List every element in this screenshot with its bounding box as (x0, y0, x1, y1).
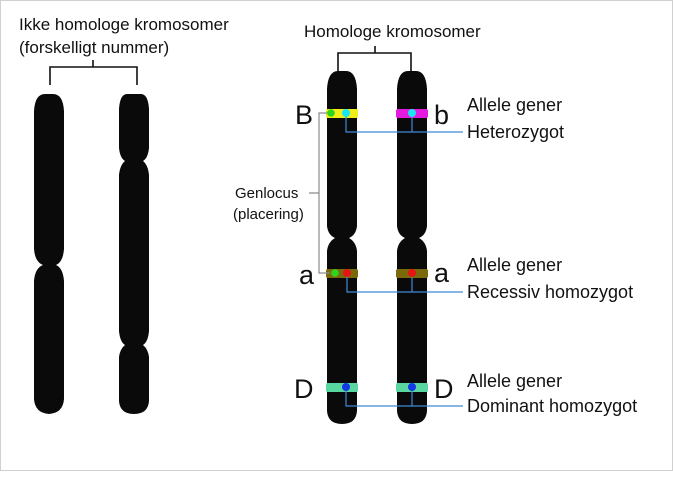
gene-band-a-left (326, 269, 358, 278)
genlocus-label-line1: Genlocus (235, 185, 298, 202)
allele-dot-D-left (342, 383, 350, 391)
allele-letter-right-b: b (434, 100, 449, 130)
right-bracket (337, 46, 412, 71)
non-homologous-chromosome-2 (119, 94, 149, 414)
allele-letter-right-D: D (434, 374, 454, 404)
non-homologous-chromosome-1 (34, 94, 64, 414)
left-bracket (49, 60, 138, 85)
right-title: Homologe kromosomer (304, 22, 481, 41)
homologous-chromosome-1 (327, 71, 357, 424)
genlocus-bracket (309, 112, 330, 274)
gene-band-D-left (326, 383, 358, 392)
allele-dot-a-right (408, 269, 416, 277)
allele-dot-b (408, 109, 416, 117)
allele-dot-B (342, 109, 350, 117)
genlocus-marker-lower (331, 269, 339, 277)
allele-letter-left-a: a (299, 260, 315, 290)
left-title-line2: (forskelligt nummer) (19, 38, 169, 57)
zygosity-label-heterozygot: Heterozygot (467, 122, 564, 142)
allele-letter-left-B: B (295, 100, 313, 130)
left-title-line1: Ikke homologe kromosomer (19, 15, 229, 34)
allele-dot-D-right (408, 383, 416, 391)
allele-label-3: Allele gener (467, 371, 562, 391)
allele-label-1: Allele gener (467, 95, 562, 115)
zygosity-label-dominant: Dominant homozygot (467, 396, 637, 416)
allele-dot-a-left (343, 269, 351, 277)
homologous-chromosome-2 (397, 71, 427, 424)
genlocus-marker-upper (327, 109, 335, 117)
allele-label-2: Allele gener (467, 255, 562, 275)
zygosity-label-recessiv: Recessiv homozygot (467, 282, 633, 302)
genlocus-label-line2: (placering) (233, 206, 304, 223)
allele-letter-left-D: D (294, 374, 314, 404)
allele-letter-right-a: a (434, 258, 450, 288)
